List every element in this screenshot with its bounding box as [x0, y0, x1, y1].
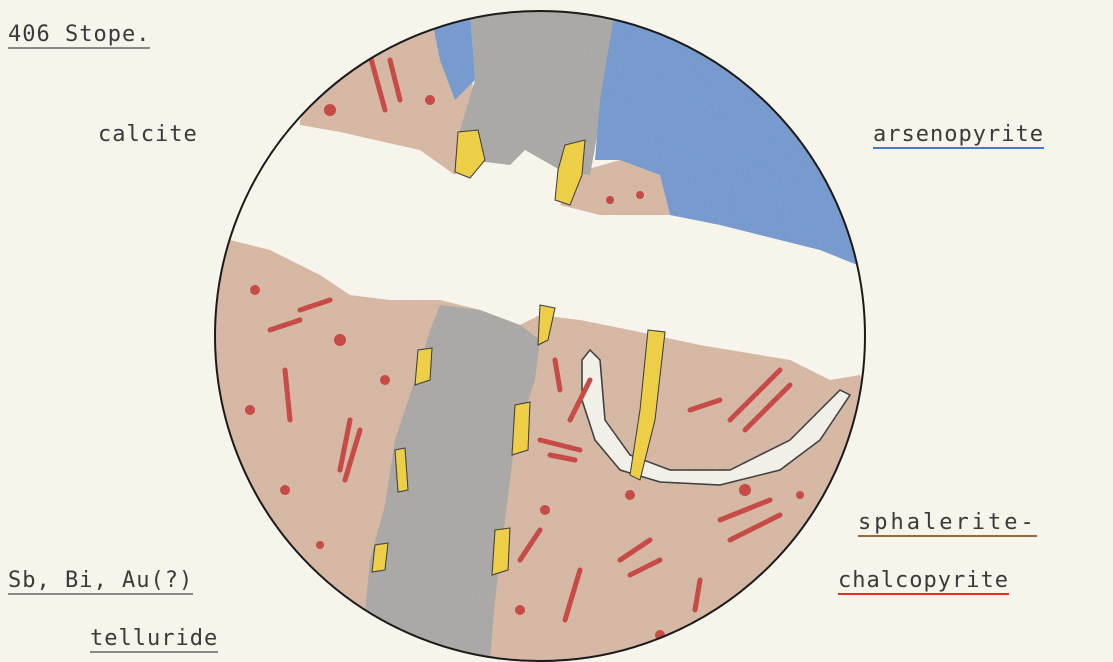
telluride-label: telluride — [90, 626, 218, 653]
calcite-label: calcite — [98, 122, 198, 147]
arsenopyrite-region-right — [595, 10, 870, 270]
sphalerite-label: sphalerite- — [858, 510, 1037, 537]
sb-bi-au-label: Sb, Bi, Au(?) — [8, 568, 193, 595]
arsenopyrite-label: arsenopyrite — [873, 122, 1044, 149]
chalcopyrite-label: chalcopyrite — [838, 568, 1009, 595]
title-label: 406 Stope. — [8, 22, 150, 49]
